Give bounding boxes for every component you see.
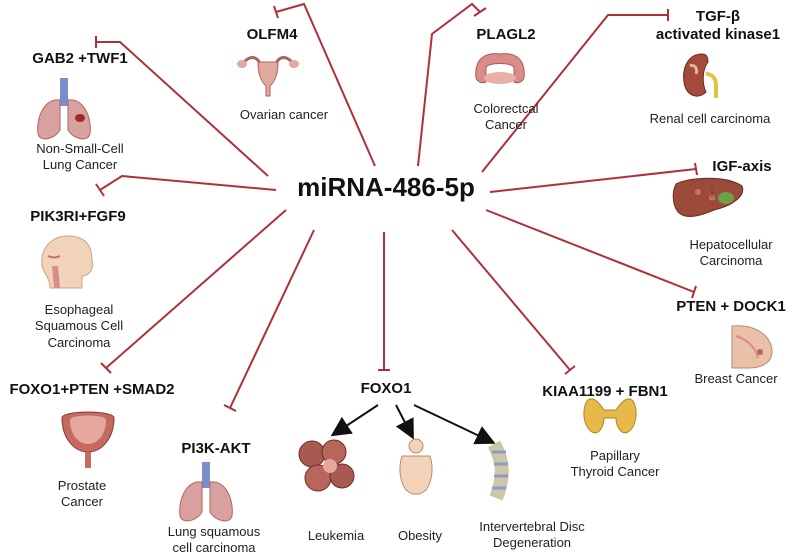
disease-thyroid-line1: Papillary <box>590 448 640 463</box>
disease-renal: Renal cell carcinoma <box>649 111 771 126</box>
gene-foxo1-pten-smad2: FOXO1+PTEN +SMAD2 <box>9 381 175 398</box>
inhibit-bar-olfm4 <box>273 5 279 19</box>
inhibit-bar-kiaa <box>564 365 576 375</box>
disease-colorectal-line1: Colorectcal <box>473 101 539 116</box>
disease-intervertebral-line1: Intervertebral Disc <box>479 519 585 534</box>
inhibit-line-pi3k <box>229 229 315 409</box>
inhibit-bar-igf <box>694 162 698 176</box>
gene-kiaa1199-fbn1: KIAA1199 + FBN1 <box>542 383 668 400</box>
disease-hcc-line1: Hepatocellular <box>689 237 773 252</box>
inhibit-bar-pten-dock <box>691 285 697 299</box>
disease-obesity: Obesity <box>397 528 443 543</box>
liver-icon <box>672 177 744 217</box>
disease-nsclc-line2: Lung Cancer <box>42 157 118 173</box>
disease-breast: Breast Cancer <box>694 371 778 386</box>
lungs-icon-2 <box>179 462 233 522</box>
gene-pik3ri-fgf9: PIK3RI+FGF9 <box>30 208 126 225</box>
gene-plagl2: PLAGL2 <box>476 26 536 43</box>
lungs-icon <box>37 78 91 140</box>
gene-tgfb-line1: TGF-β <box>695 8 741 25</box>
kidney-icon <box>683 53 718 98</box>
inhibit-line-kiaa <box>451 229 571 371</box>
inhibit-bar-plagl2 <box>473 7 487 17</box>
inhibition-lines <box>95 2 698 412</box>
disease-prostate-line1: Prostate <box>57 478 107 493</box>
center-mirna-label: miRNA-486-5p <box>297 172 475 202</box>
arrow-obesity <box>395 404 414 440</box>
gene-igf-axis: IGF-axis <box>712 158 772 175</box>
prostate-icon <box>61 411 115 468</box>
obesity-person-icon <box>399 438 433 495</box>
disease-nsclc-line1: Non-Small-Cell <box>36 141 124 156</box>
inhibit-line-tgfb <box>481 14 668 173</box>
disease-esophageal-line3: Carcinoma <box>47 334 111 350</box>
foxo1-arrows <box>330 404 496 445</box>
inhibit-line-pten-dock <box>485 209 695 293</box>
disease-hcc-line2: Carcinoma <box>699 253 763 269</box>
disease-intervertebral-line2: Degeneration <box>492 535 572 551</box>
disease-colorectal: Colorectcal Cancer <box>436 101 576 134</box>
arrow-intervertebral <box>413 404 496 445</box>
arrow-leukemia <box>330 404 379 437</box>
disease-hcc: Hepatocellular Carcinoma <box>666 237 796 270</box>
inhibit-bar-pik3ri <box>95 183 105 197</box>
disease-esophageal: Esophageal Squamous Cell Carcinoma <box>4 302 154 351</box>
disease-lung-squamous: Lung squamous cell carcinoma <box>144 524 284 557</box>
gene-olfm4: OLFM4 <box>246 26 298 43</box>
disease-esophageal-line1: Esophageal <box>44 302 114 317</box>
leukemia-cells-icon <box>298 439 355 492</box>
disease-esophageal-line2: Squamous Cell <box>34 318 124 334</box>
inhibit-line-plagl2 <box>417 2 481 167</box>
inhibit-line-gab2 <box>96 41 269 177</box>
gene-gab2-twf1: GAB2 +TWF1 <box>32 50 128 67</box>
disease-leukemia: Leukemia <box>307 528 365 543</box>
head-icon <box>41 235 93 289</box>
inhibit-line-olfm4 <box>275 2 376 167</box>
gene-foxo1: FOXO1 <box>360 380 412 397</box>
gene-pi3k-akt: PI3K-AKT <box>181 440 251 457</box>
gene-tgfb-line2: activated kinase1 <box>655 26 781 43</box>
breast-icon <box>731 325 773 369</box>
inhibit-bar-pi3k <box>223 404 237 412</box>
uterus-icon <box>237 56 299 97</box>
disease-lung-squamous-line2: cell carcinoma <box>172 540 256 556</box>
thyroid-icon <box>583 398 637 434</box>
disease-colorectal-line2: Cancer <box>485 117 527 133</box>
inhibit-line-pik3ri <box>99 174 277 191</box>
disease-thyroid-line2: Thyroid Cancer <box>570 464 660 480</box>
gene-tgfb: TGF-β activated kinase1 <box>640 8 796 44</box>
disease-prostate: Prostate Cancer <box>22 478 142 511</box>
disease-prostate-line2: Cancer <box>61 494 103 510</box>
disease-lung-squamous-line1: Lung squamous <box>167 524 261 539</box>
inhibit-line-foxo-pten <box>105 209 287 369</box>
inhibit-line-igf <box>489 168 697 193</box>
disease-nsclc: Non-Small-Cell Lung Cancer <box>10 141 150 174</box>
disease-intervertebral: Intervertebral Disc Degeneration <box>452 519 612 552</box>
disease-ovarian: Ovarian cancer <box>239 107 329 122</box>
spine-icon <box>487 440 509 501</box>
colon-icon <box>475 53 525 84</box>
inhibit-bar-foxo-pten <box>100 362 112 374</box>
gene-pten-dock1: PTEN + DOCK1 <box>676 298 786 315</box>
disease-thyroid: Papillary Thyroid Cancer <box>550 448 680 481</box>
